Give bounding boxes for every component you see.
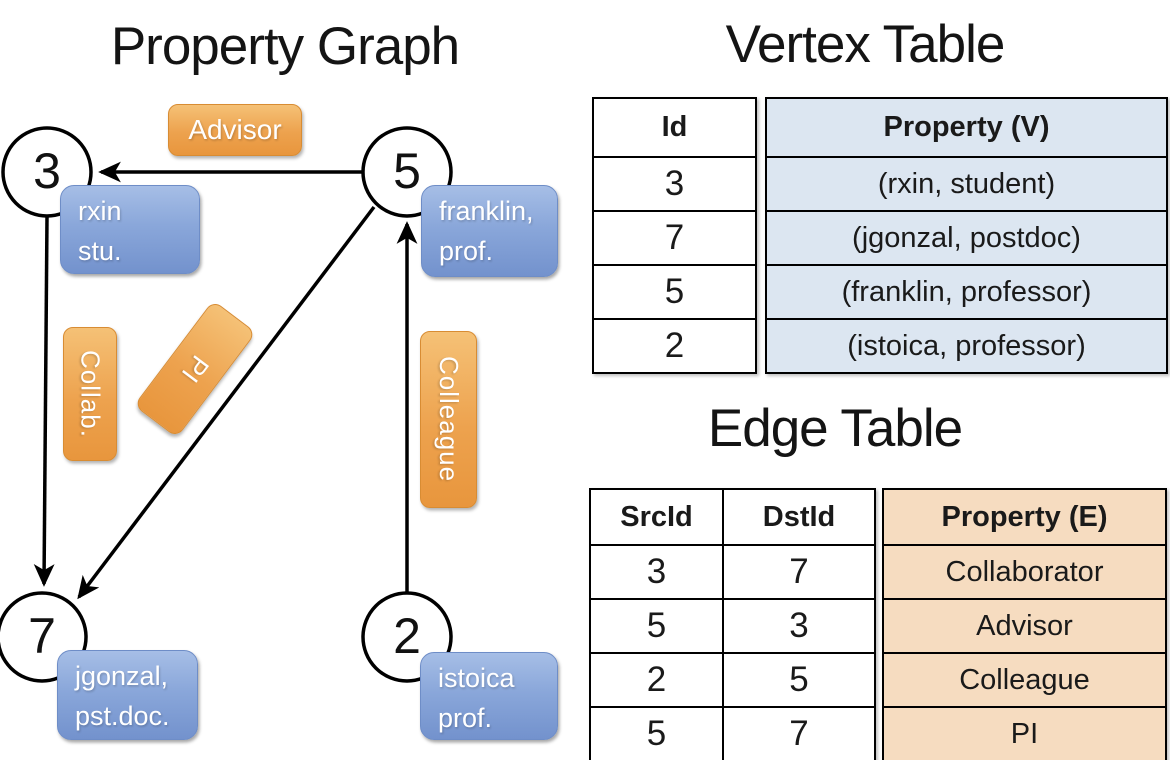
edge-label-colleague: Colleague xyxy=(420,331,477,508)
vertex-id-7: 7 xyxy=(28,608,56,664)
table-cell-property: (jgonzal, postdoc) xyxy=(767,210,1166,264)
table-cell-property: (rxin, student) xyxy=(767,156,1166,210)
column-header-dstid: DstId xyxy=(762,500,836,533)
vertex-table-title: Vertex Table xyxy=(725,15,1006,74)
table-cell-property: (franklin, professor) xyxy=(767,264,1166,318)
table-cell-dstid: 3 xyxy=(724,598,874,652)
vertex-label-jgonzal: jgonzal, pst.doc. xyxy=(57,650,198,740)
edge-table: SrcId 3 5 2 5 DstId 7 3 5 7 Property (E)… xyxy=(589,488,1167,760)
table-cell-srcid: 5 xyxy=(591,598,722,652)
column-header-property-v: Property (V) xyxy=(883,111,1050,143)
property-graph-title: Property Graph xyxy=(110,17,460,76)
column-header-id: Id xyxy=(661,111,688,143)
table-cell-id: 7 xyxy=(594,210,755,264)
vertex-label-line: prof. xyxy=(438,703,493,733)
vertex-label-line: pst.doc. xyxy=(75,701,170,731)
vertex-label-line: jgonzal, xyxy=(75,661,169,691)
column-header-property-e: Property (E) xyxy=(941,500,1108,533)
vertex-table: Id 3 7 5 2 Property (V) (rxin, student) … xyxy=(592,97,1168,374)
column-header-srcid: SrcId xyxy=(620,500,693,533)
table-cell-id: 5 xyxy=(594,264,755,318)
edge-table-dstid-column: DstId 7 3 5 7 xyxy=(722,490,874,760)
vertex-id-3: 3 xyxy=(33,143,61,199)
edge-table-srcid-column: SrcId 3 5 2 5 xyxy=(591,490,722,760)
table-cell-property: Collaborator xyxy=(884,544,1165,598)
vertex-label-line: prof. xyxy=(439,236,494,266)
vertex-label-line: istoica xyxy=(438,663,515,693)
vertex-table-property-column: Property (V) (rxin, student) (jgonzal, p… xyxy=(765,97,1168,374)
edge-label-text: Collab. xyxy=(75,350,106,438)
vertex-label-rxin: rxin stu. xyxy=(60,185,200,274)
edge-label-text: Advisor xyxy=(188,114,282,145)
table-cell-property: (istoica, professor) xyxy=(767,318,1166,372)
edge-table-property-column: Property (E) Collaborator Advisor Collea… xyxy=(882,488,1167,760)
vertex-label-line: franklin, xyxy=(439,196,534,226)
vertex-id-5: 5 xyxy=(393,143,421,199)
vertex-label-istoica: istoica prof. xyxy=(420,652,558,740)
vertex-id-2: 2 xyxy=(393,608,421,664)
table-cell-property: Advisor xyxy=(884,598,1165,652)
table-cell-srcid: 5 xyxy=(591,706,722,760)
table-cell-srcid: 2 xyxy=(591,652,722,706)
edge-label-text: Colleague xyxy=(434,356,464,483)
vertex-label-line: stu. xyxy=(78,236,122,266)
edge-label-collab: Collab. xyxy=(63,327,117,461)
table-cell-dstid: 7 xyxy=(724,544,874,598)
vertex-table-id-column: Id 3 7 5 2 xyxy=(592,97,757,374)
edge-table-title: Edge Table xyxy=(707,399,963,458)
table-cell-dstid: 5 xyxy=(724,652,874,706)
edge-label-advisor: Advisor xyxy=(168,104,302,156)
table-cell-dstid: 7 xyxy=(724,706,874,760)
table-cell-id: 2 xyxy=(594,318,755,372)
vertex-label-franklin: franklin, prof. xyxy=(421,185,558,277)
edge-table-id-columns: SrcId 3 5 2 5 DstId 7 3 5 7 xyxy=(589,488,876,760)
edge-line-pi xyxy=(77,205,376,600)
table-cell-property: Colleague xyxy=(884,652,1165,706)
table-cell-property: PI xyxy=(884,706,1165,760)
vertex-label-line: rxin xyxy=(78,196,122,226)
table-cell-id: 3 xyxy=(594,156,755,210)
table-cell-srcid: 3 xyxy=(591,544,722,598)
edge-label-text: PI xyxy=(175,349,216,389)
edge-line-collab xyxy=(33,216,55,587)
